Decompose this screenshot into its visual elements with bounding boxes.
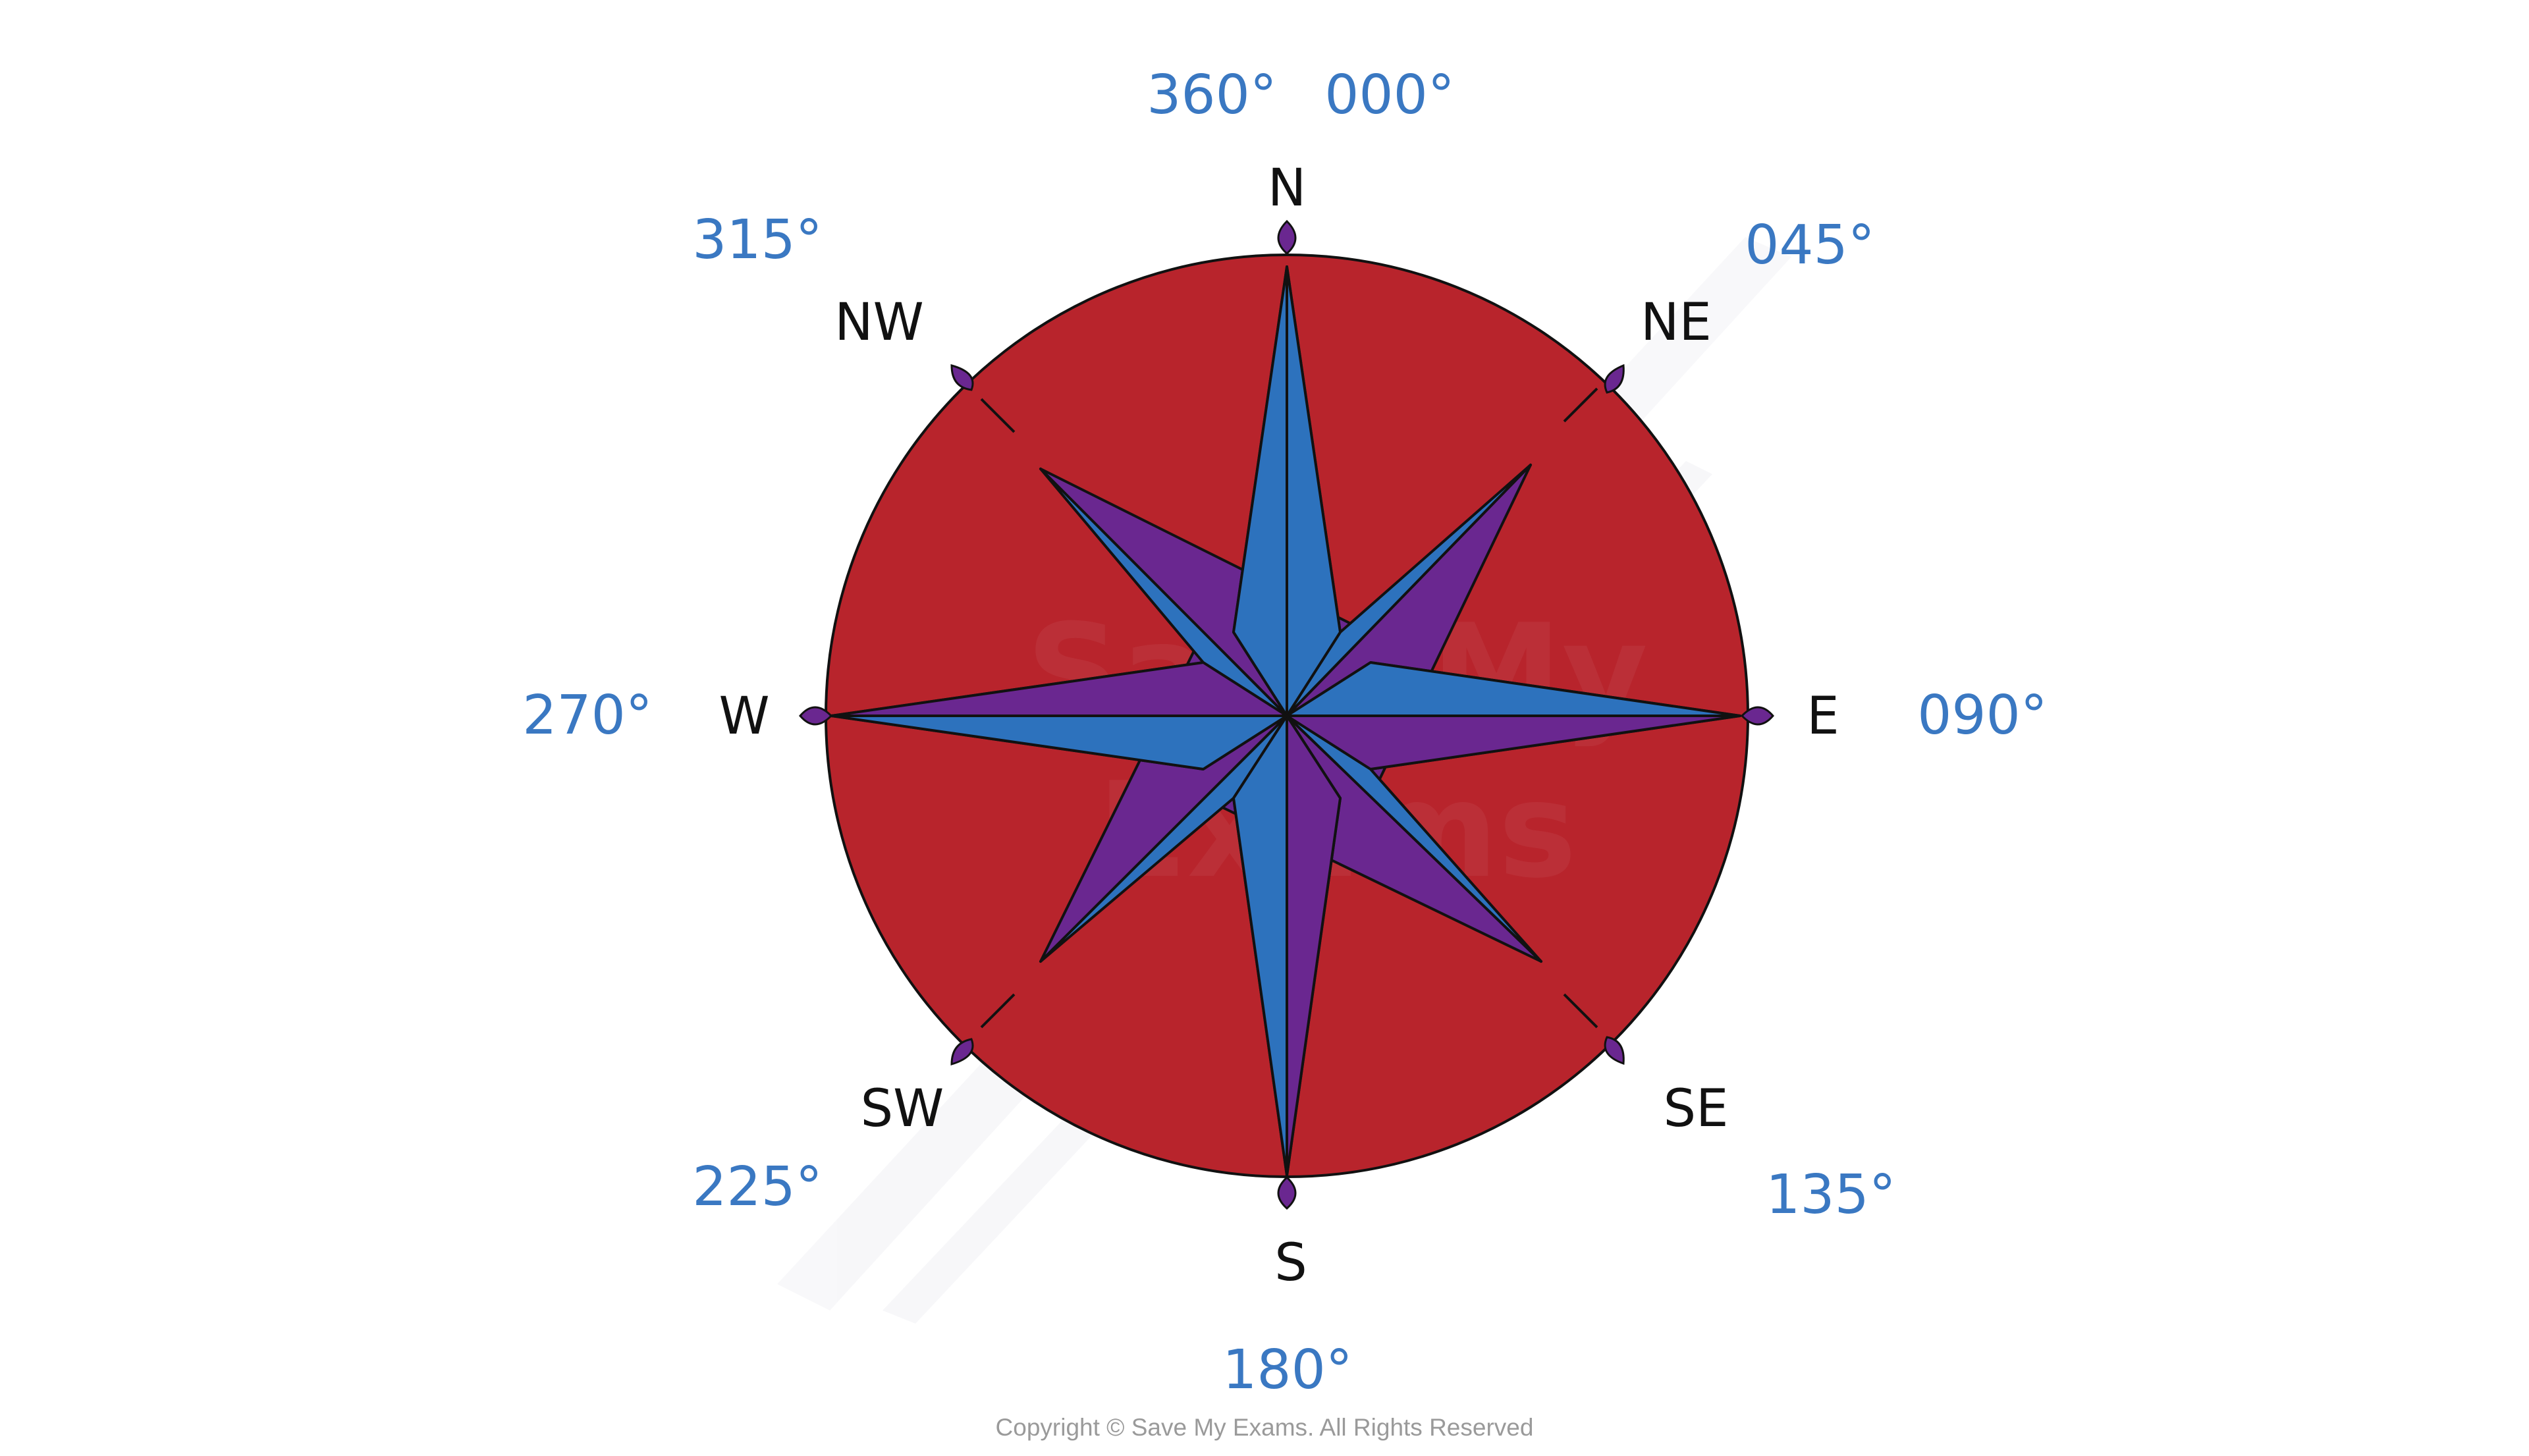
- bearing-135: 135°: [1766, 1164, 1896, 1226]
- marker-ne: [1604, 364, 1625, 394]
- point-markers: [799, 219, 1774, 1210]
- label-n: N: [1268, 159, 1306, 218]
- cardinal-star-top: [830, 265, 1741, 1177]
- tick-sw: [980, 993, 1016, 1029]
- intercardinal-ticks: [980, 387, 1598, 1029]
- bearing-360: 360°: [1147, 64, 1277, 126]
- marker-sw: [950, 1038, 974, 1066]
- tick-nw: [980, 398, 1016, 433]
- marker-w: [799, 706, 833, 726]
- label-se: SE: [1664, 1079, 1729, 1139]
- marker-se: [1604, 1036, 1625, 1065]
- bearing-225: 225°: [692, 1156, 823, 1218]
- label-nw: NW: [834, 293, 923, 352]
- star-point-s-left-top: [1232, 715, 1288, 1177]
- bearing-090: 090°: [1917, 684, 2048, 747]
- bearing-180: 180°: [1222, 1339, 1353, 1401]
- marker-n: [1277, 219, 1297, 256]
- tick-se: [1563, 993, 1598, 1029]
- marker-s: [1277, 1175, 1297, 1210]
- marker-nw: [950, 364, 974, 391]
- star-point-w-upper-top: [830, 661, 1288, 717]
- star-point-n-right-top: [1286, 265, 1342, 717]
- label-e: E: [1807, 687, 1839, 746]
- label-ne: NE: [1641, 293, 1712, 352]
- tick-ne: [1563, 387, 1598, 423]
- bearing-315: 315°: [692, 209, 823, 271]
- star-point-e-lower-top: [1286, 715, 1741, 770]
- bearing-045: 045°: [1745, 214, 1875, 277]
- label-s: S: [1274, 1233, 1307, 1293]
- bearing-000: 000°: [1324, 64, 1455, 126]
- marker-e: [1740, 706, 1774, 726]
- copyright-notice: Copyright © Save My Exams. All Rights Re…: [996, 1414, 1534, 1441]
- label-sw: SW: [861, 1079, 944, 1139]
- label-w: W: [719, 687, 769, 746]
- bearing-270: 270°: [522, 684, 653, 747]
- star-inner-facets: [1039, 464, 1542, 963]
